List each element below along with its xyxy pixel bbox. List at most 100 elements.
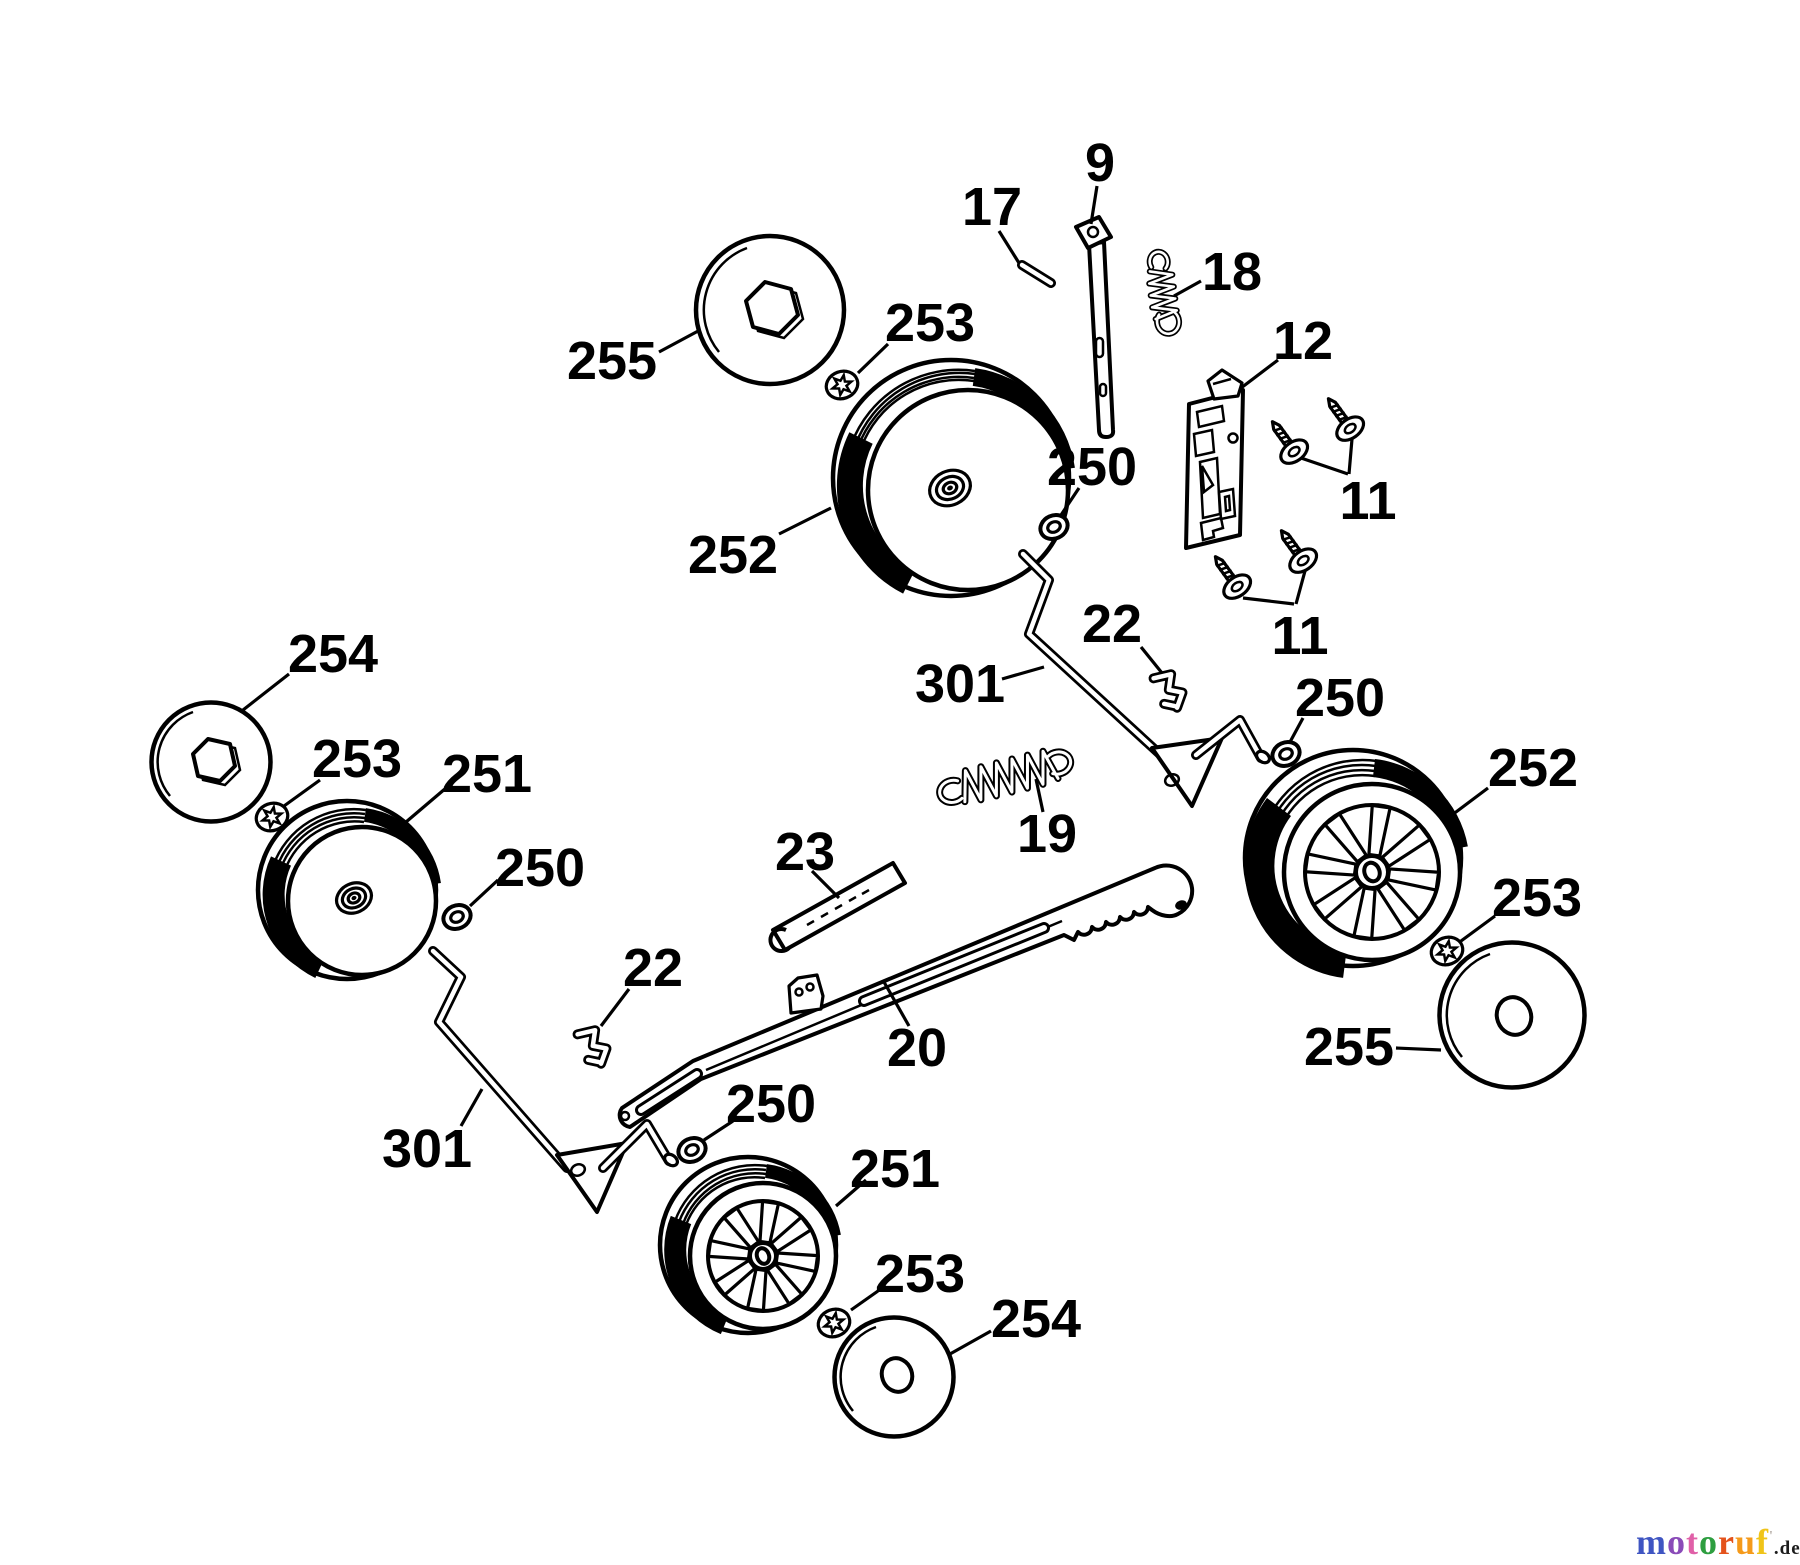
callout-22-right: 22 (1082, 594, 1142, 654)
washer-250-left (441, 903, 473, 931)
leader-301-right (1001, 665, 1045, 681)
leader-11-upper (1300, 438, 1354, 476)
callout-labels: 9 17 18 12 11 11 255 253 252 250 254 253… (288, 133, 1582, 1349)
callout-18: 18 (1202, 242, 1262, 302)
leader-22-right (1139, 645, 1164, 675)
callout-255-upper: 255 (567, 331, 657, 391)
tire-shading-left (1244, 798, 1348, 978)
star-washer-253-right (1429, 935, 1465, 967)
leader-20 (882, 981, 911, 1027)
leader-250-upper (1059, 487, 1081, 516)
callout-253-bottom: 253 (875, 1244, 965, 1304)
leader-19 (1034, 778, 1045, 813)
callout-250-right: 250 (1295, 668, 1385, 728)
leader-12 (1240, 358, 1279, 390)
cap-depth-line (702, 246, 748, 353)
tire-shading-left (664, 1215, 730, 1335)
leader-253-upper (856, 342, 890, 375)
star-washer-253-bottom (816, 1307, 852, 1339)
tire-shading-left (836, 432, 916, 594)
leader-255-right (1395, 1046, 1442, 1052)
bar-hook-end (768, 927, 791, 953)
callout-301-left: 301 (382, 1119, 472, 1179)
hex-hole (744, 280, 800, 336)
leader-250-center (703, 1119, 734, 1142)
screw-11-c (1213, 555, 1253, 600)
spokes (1303, 803, 1441, 941)
crank-tip (662, 1152, 680, 1168)
strap-hole (1086, 225, 1100, 239)
star-washer-253-left (254, 801, 290, 833)
leader-253-bottom (850, 1289, 879, 1312)
logo-letter: o (1667, 1522, 1686, 1562)
callout-255-right: 255 (1304, 1017, 1394, 1077)
callout-253-right: 253 (1492, 868, 1582, 928)
logo-letter: r (1718, 1522, 1735, 1562)
hubcap-255-upper (693, 233, 847, 387)
callout-252-right: 252 (1488, 738, 1578, 798)
leader-254-bottom (949, 1329, 992, 1356)
leader-lines (242, 185, 1496, 1356)
callout-11-lower: 11 (1271, 606, 1328, 666)
leader-301-left (459, 1088, 484, 1127)
tire-shading-left (262, 856, 326, 978)
index-bar-23 (768, 861, 907, 953)
callout-23: 23 (775, 822, 835, 882)
callout-253-left: 253 (312, 729, 402, 789)
leader-254-left (242, 672, 290, 712)
logo-letter: f (1756, 1522, 1770, 1562)
callout-11-upper: 11 (1339, 471, 1396, 531)
leader-250-right (1288, 717, 1305, 743)
leader-18 (1173, 279, 1202, 298)
callout-250-left: 250 (495, 838, 585, 898)
hub-hole (754, 1246, 772, 1266)
axle-pivot-bracket (1150, 736, 1224, 808)
cap-center-hole (879, 1356, 915, 1394)
callout-250-center: 250 (726, 1074, 816, 1134)
hubcap-254-bottom (832, 1315, 956, 1439)
cap-depth-line (156, 710, 194, 797)
callout-251-bottom: 251 (850, 1139, 940, 1199)
leader-252-upper (778, 506, 832, 536)
washer-250-right (1270, 740, 1302, 768)
callout-301-right: 301 (915, 654, 1005, 714)
logo-letter: u (1734, 1522, 1757, 1562)
leader-22-left (599, 988, 631, 1027)
callout-12: 12 (1273, 311, 1333, 371)
lever-tab (787, 973, 825, 1015)
hub-rings (334, 881, 374, 915)
washer-250-upper (1038, 513, 1070, 541)
crank-tip (1254, 749, 1272, 765)
callout-19: 19 (1017, 804, 1077, 864)
spring-18 (1146, 248, 1183, 337)
leader-250-left (468, 878, 500, 908)
callout-22-left: 22 (623, 938, 683, 998)
screw-11-a (1270, 420, 1310, 465)
hubcap-255-right (1437, 940, 1587, 1090)
spring-19 (936, 747, 1075, 806)
axle-301-right (1018, 549, 1272, 808)
cap-depth-line (839, 1325, 877, 1412)
logo-letter: m (1636, 1522, 1667, 1562)
leader-252-right (1451, 786, 1489, 817)
callout-9: 9 (1085, 133, 1115, 193)
leader-253-right (1460, 914, 1496, 943)
lever-pivot-hole (619, 1110, 631, 1122)
leader-23 (810, 869, 841, 900)
wheel-252-upper (830, 357, 1075, 599)
leader-9 (1089, 185, 1099, 225)
spokes (706, 1199, 820, 1313)
logo-letter: t (1686, 1522, 1699, 1562)
clip-22-left (572, 1025, 612, 1069)
plate-top-tab (1206, 368, 1244, 401)
leader-251-left (404, 786, 448, 824)
leader-255-upper (658, 328, 701, 354)
motoruf-logo[interactable]: motoruf'.de (1636, 1518, 1800, 1565)
leader-11-lower (1242, 570, 1307, 606)
hub-hole (1362, 860, 1382, 884)
hub-rings (928, 468, 972, 508)
cap-depth-line (1445, 952, 1491, 1058)
axle-301-left (428, 946, 680, 1214)
hex-hole (191, 737, 237, 783)
